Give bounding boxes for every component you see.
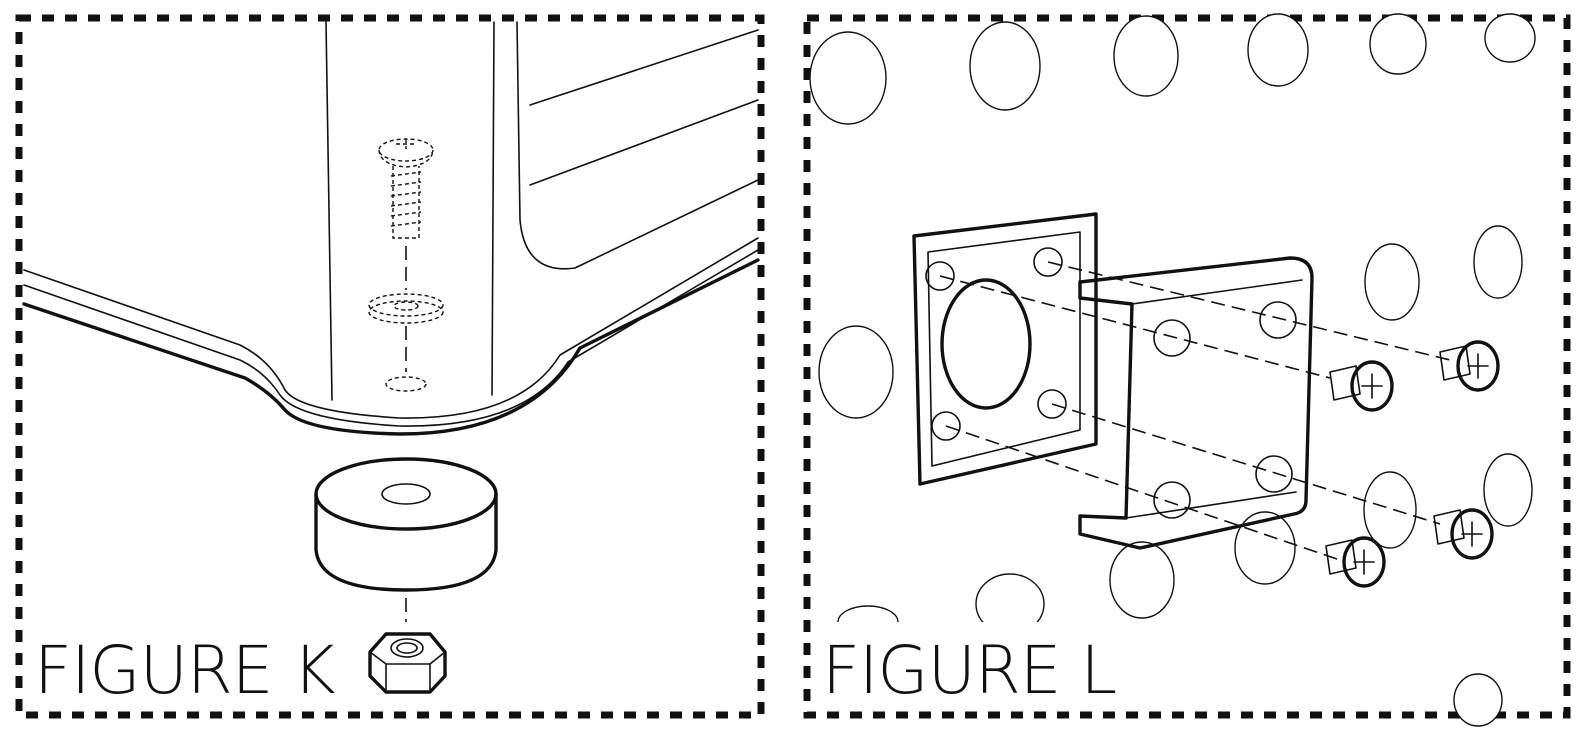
- figure-l-drawing: [809, 13, 1536, 727]
- figure-k-frame: [15, 14, 765, 719]
- rubber-foot-icon: [314, 457, 498, 592]
- device-body-outline: [22, 21, 760, 436]
- phillips-screw-icon: [1433, 508, 1494, 560]
- hex-nut-icon: [368, 632, 447, 694]
- figure-l-label: FIGURE L: [822, 632, 1117, 709]
- phillips-screw-icon: [1329, 360, 1394, 412]
- figure-l-panel: FIGURE L: [790, 0, 1587, 741]
- pegboard-holes: [809, 13, 1536, 727]
- screw-icon: [378, 138, 434, 239]
- figure-k-drawing: [22, 21, 760, 694]
- phillips-screw-icon: [1325, 536, 1386, 588]
- washer-icon: [368, 293, 444, 324]
- figure-l-frame: [803, 14, 1571, 719]
- phillips-screw-icon: [1439, 340, 1500, 392]
- figure-k-panel: FIGURE K: [0, 0, 780, 741]
- figure-k-label: FIGURE K: [34, 632, 336, 709]
- mounting-bracket-icon: [1078, 256, 1314, 550]
- screw-hole-icon: [385, 376, 427, 392]
- alignment-lines: [939, 261, 1451, 561]
- back-plate-icon: [912, 212, 1098, 486]
